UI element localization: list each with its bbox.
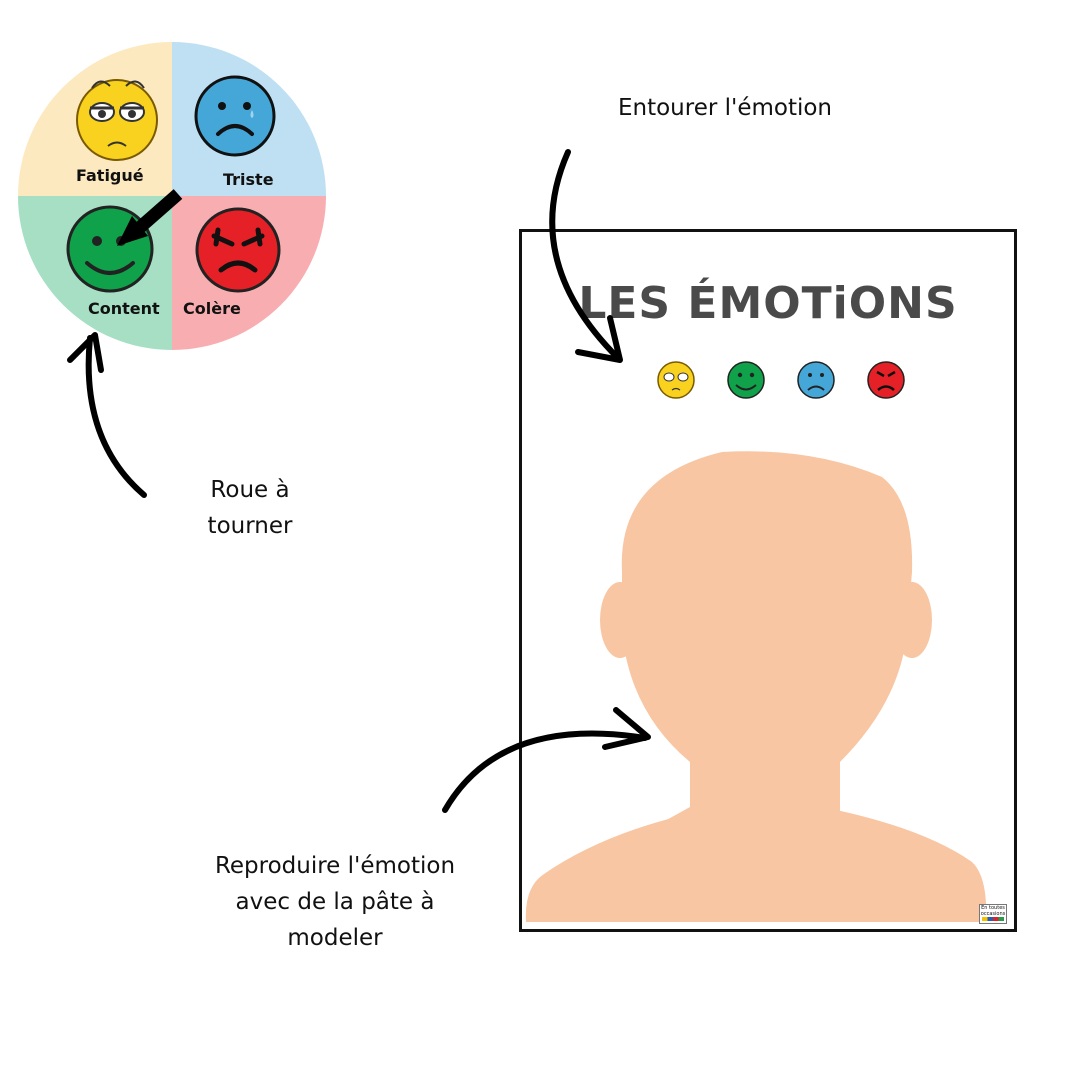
brand-logo: En toutes occasions <box>979 904 1007 924</box>
caption-reproduce-line: modeler <box>287 925 383 951</box>
poster-fatigue-face-icon[interactable] <box>657 361 695 399</box>
fatigue-face-icon <box>76 79 158 161</box>
wheel-label-fatigue: Fatigué <box>76 166 144 185</box>
curved-arrow-down-icon <box>549 149 623 363</box>
caption-wheel: Roue à tourner <box>190 472 310 544</box>
curved-arrow-icon <box>67 332 147 498</box>
wheel-label-angry: Colère <box>183 299 241 318</box>
wheel-label-sad: Triste <box>223 170 274 189</box>
caption-reproduce: Reproduire l'émotion avec de la pâte à m… <box>190 848 480 956</box>
emotion-wheel[interactable] <box>0 0 340 360</box>
logo-text: En toutes <box>981 905 1005 911</box>
wheel-label-happy: Content <box>88 299 160 318</box>
poster-illustration <box>525 361 987 922</box>
caption-wheel-line: Roue à <box>210 477 290 503</box>
poster-title: LES ÉMOTiONS <box>578 278 958 329</box>
caption-wheel-line: tourner <box>207 513 293 539</box>
logo-color-bar <box>982 917 1004 921</box>
caption-circle: Entourer l'émotion <box>617 95 833 121</box>
arrow-pointer-icon[interactable] <box>117 189 183 246</box>
angry-face-icon <box>195 207 281 293</box>
poster-angry-face-icon[interactable] <box>867 361 905 399</box>
head-silhouette <box>525 451 987 922</box>
caption-reproduce-line: avec de la pâte à <box>235 889 435 915</box>
logo-text: occasions <box>980 911 1006 917</box>
caption-reproduce-line: Reproduire l'émotion <box>214 853 456 879</box>
sad-face-icon <box>194 75 276 157</box>
emotions-poster: LES ÉMOTiONS <box>519 229 1017 932</box>
curved-arrow-right-icon <box>442 707 651 813</box>
poster-happy-face-icon[interactable] <box>727 361 765 399</box>
poster-sad-face-icon[interactable] <box>797 361 835 399</box>
